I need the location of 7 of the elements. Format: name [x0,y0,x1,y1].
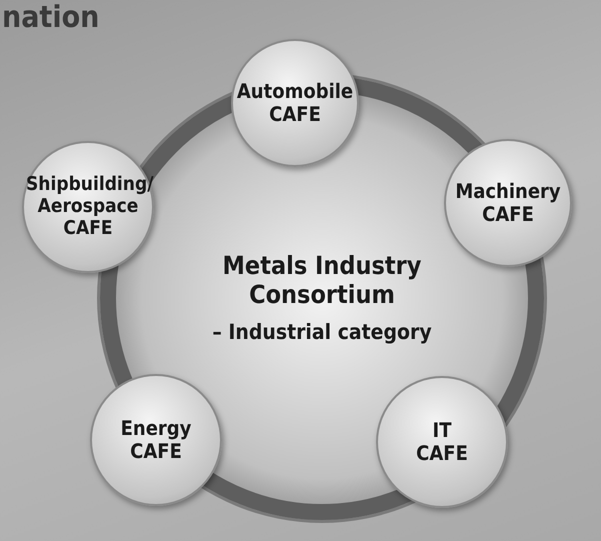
cafe-label: Automobile CAFE [236,80,354,126]
title: nation [2,0,100,35]
consortium-name: Metals Industry Consortium [222,252,422,310]
cafe-label: IT CAFE [415,419,469,465]
cafe-label: Energy CAFE [120,417,192,463]
cafe-label: Machinery CAFE [454,180,562,226]
category-subtitle: – Industrial category [211,320,433,344]
